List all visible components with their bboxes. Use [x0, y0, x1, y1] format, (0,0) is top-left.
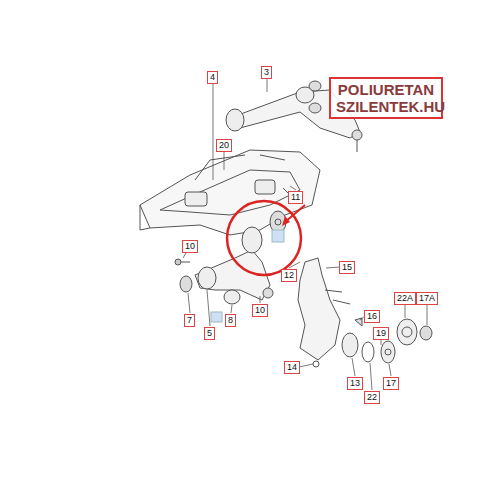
- callout-number: 17: [383, 377, 399, 390]
- callout-number: 4: [207, 71, 218, 84]
- callout-number: 15: [339, 261, 355, 274]
- callout-number: 11: [288, 191, 303, 204]
- callout-number: 13: [347, 377, 363, 390]
- callout-number: 20: [216, 139, 232, 152]
- callout-number: 19: [373, 327, 389, 340]
- callout-number: 10: [182, 240, 198, 253]
- callout-number: 3: [261, 66, 272, 79]
- callout-number: 22A: [394, 292, 416, 305]
- callout-number: 10: [252, 304, 268, 317]
- watermark: POLIURETAN SZILENTEK.HU: [329, 77, 443, 119]
- callout-number: 7: [184, 314, 195, 327]
- callout-number: 17A: [416, 292, 438, 305]
- callout-number: 14: [284, 361, 300, 374]
- callout-number: 22: [364, 391, 380, 404]
- callout-number: 16: [364, 310, 380, 323]
- callout-number: 12: [281, 269, 297, 282]
- callout-number: 5: [204, 327, 215, 340]
- callout-number: 8: [225, 314, 236, 327]
